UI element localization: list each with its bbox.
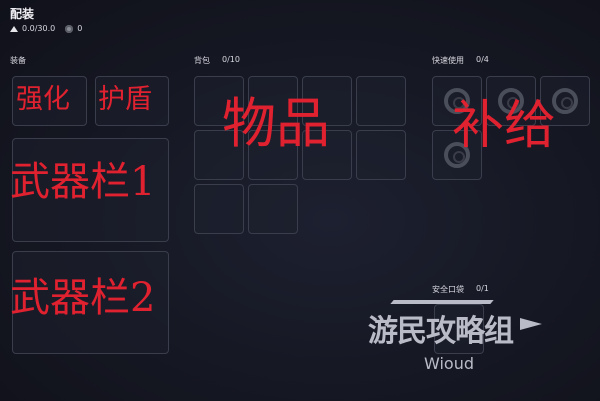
overlay-items: 物品 — [222, 92, 330, 155]
enhance-slot[interactable] — [12, 76, 87, 126]
overlay-supply: 补给 — [452, 96, 557, 156]
backpack-slot[interactable] — [194, 184, 244, 234]
supply-ring-icon — [444, 88, 470, 114]
watermark-arrow-icon — [520, 318, 542, 330]
safe-pocket-count: 0/1 — [476, 284, 489, 293]
currency-value: 0 — [77, 24, 83, 33]
overlay-weapon-1: 武器栏1 — [10, 159, 156, 205]
weight-value: 0.0/30.0 — [22, 24, 56, 33]
quick-use-slot[interactable] — [540, 76, 590, 126]
equipment-label: 装备 — [10, 56, 26, 65]
backpack-slot[interactable] — [194, 76, 244, 126]
quick-use-label: 快速使用 — [432, 56, 464, 65]
equipment-header: 装备 — [10, 55, 26, 66]
backpack-slot[interactable] — [248, 76, 298, 126]
overlay-enhance: 强化 — [16, 84, 70, 115]
coin-icon — [65, 24, 74, 33]
backpack-slot[interactable] — [248, 130, 298, 180]
quick-use-count: 0/4 — [476, 55, 489, 64]
backpack-slot[interactable] — [302, 130, 352, 180]
backpack-slot[interactable] — [248, 184, 298, 234]
quick-use-header: 快速使用 0/4 — [432, 55, 489, 66]
weight-icon — [10, 25, 18, 32]
shield-slot[interactable] — [95, 76, 169, 126]
safe-pocket-slot[interactable] — [434, 304, 484, 354]
watermark-logo: 游民攻略组 — [368, 314, 514, 349]
overlay-weapon-2: 武器栏2 — [10, 275, 156, 321]
supply-ring-icon — [498, 88, 524, 114]
backpack-slot[interactable] — [356, 130, 406, 180]
backpack-header: 背包 0/10 — [194, 55, 240, 66]
weapon-slot-1[interactable] — [12, 138, 169, 242]
quick-use-slot[interactable] — [432, 130, 482, 180]
backpack-label: 背包 — [194, 56, 210, 65]
overlay-shield: 护盾 — [98, 84, 152, 115]
backpack-slot[interactable] — [194, 130, 244, 180]
backpack-slot[interactable] — [302, 76, 352, 126]
supply-ring-icon — [552, 88, 578, 114]
watermark-bar — [390, 300, 494, 304]
safe-pocket-header: 安全口袋 0/1 — [432, 284, 489, 295]
stats-bar: 0.0/30.0 0 — [10, 24, 82, 33]
weapon-slot-2[interactable] — [12, 251, 169, 354]
page-title: 配装 — [10, 7, 35, 21]
quick-use-slot[interactable] — [486, 76, 536, 126]
backpack-count: 0/10 — [222, 55, 240, 64]
backpack-slot[interactable] — [356, 76, 406, 126]
safe-pocket-label: 安全口袋 — [432, 285, 464, 294]
watermark-sub: Wioud — [424, 354, 474, 373]
supply-ring-icon — [444, 142, 470, 168]
quick-use-slot[interactable] — [432, 76, 482, 126]
